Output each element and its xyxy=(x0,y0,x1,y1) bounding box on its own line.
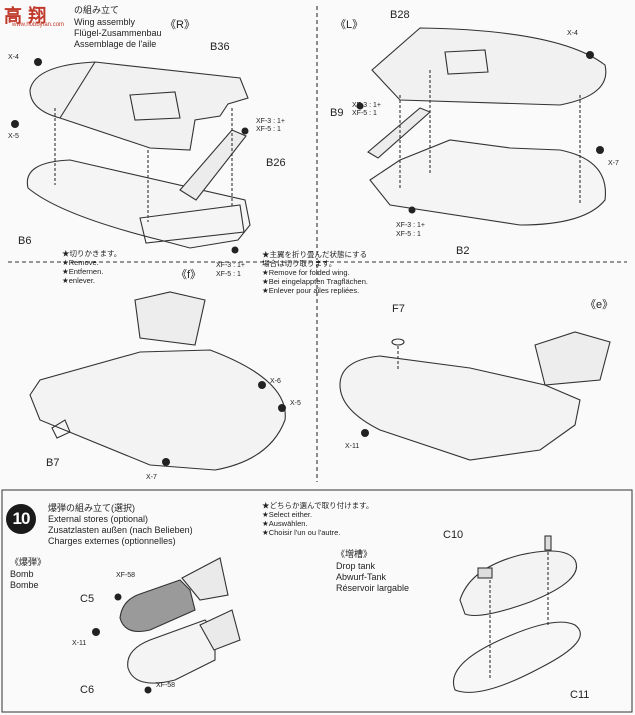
remove-note-fr: ★enlever. xyxy=(62,276,95,285)
droptank-c10-shape xyxy=(459,550,577,617)
remove-note-en: ★Remove. xyxy=(62,258,99,267)
screw-x5-f: X-5 xyxy=(290,400,301,407)
part-b6-label: B6 xyxy=(18,235,32,247)
either-note-jp: ★どちらか選んで取り付けます。 xyxy=(262,501,374,510)
part-c6-label: C6 xyxy=(80,684,95,696)
panel-l-label: 《L》 xyxy=(335,19,364,31)
part-b26-shape xyxy=(179,129,247,201)
screw-x7-l: X-7 xyxy=(608,160,619,167)
step9-title-en: Wing assembly xyxy=(74,17,136,27)
xf-r-top-b: XF-5 : 1 xyxy=(256,126,281,133)
watermark-logo: 高 翔 www.hobbyfan.com xyxy=(0,0,74,30)
tank-heading-fr: Réservoir largable xyxy=(336,583,410,593)
tank-heading-jp: 《増槽》 xyxy=(336,549,373,559)
xf-l-top-b: XF-5 : 1 xyxy=(352,110,377,117)
either-note-en: ★Select either. xyxy=(262,510,313,519)
bomb-heading-jp: 《爆弾》 xyxy=(10,557,47,567)
either-note-fr: ★Choisir l'un ou l'autre. xyxy=(262,528,341,537)
step10-title-fr: Charges externes (optionnelles) xyxy=(48,536,176,546)
screw-x11-e: X-11 xyxy=(345,443,360,450)
screw-x7-f: X-7 xyxy=(146,474,157,481)
screw-heads xyxy=(11,51,604,694)
tank-heading-de: Abwurf-Tank xyxy=(336,572,387,582)
screw-x4-r: X-4 xyxy=(8,54,19,61)
panel-f-label: 《f》 xyxy=(176,269,202,281)
paint-xf58-a: XF-58 xyxy=(116,572,136,579)
part-b28-label: B28 xyxy=(390,9,410,21)
paint-xf58-b: XF-58 xyxy=(156,682,176,689)
panel-e-label: 《e》 xyxy=(585,299,614,311)
panel-r-label: 《R》 xyxy=(165,19,195,31)
step10-title-de: Zusatzlasten außen (nach Belieben) xyxy=(48,525,193,535)
screw-x6-f: X-6 xyxy=(270,378,281,385)
wing-r-lower xyxy=(26,159,251,249)
wing-l-upper xyxy=(371,27,607,106)
fold-note-de: ★Bei eingelappten Tragflächen. xyxy=(262,277,368,286)
fold-note-fr: ★Enlever pour ailes repliées. xyxy=(262,286,360,295)
part-c5-label: C5 xyxy=(80,593,95,605)
part-b26-label: B26 xyxy=(266,157,286,169)
wing-l-lower xyxy=(369,139,606,226)
xf-r-bot-b: XF-5 : 1 xyxy=(216,271,241,278)
bomb-c5-shape xyxy=(119,579,196,633)
wing-e-fold xyxy=(534,331,611,386)
fold-note-jp2: 場合は切り取ります。 xyxy=(262,259,337,268)
part-c10-label: C10 xyxy=(443,529,464,541)
tank-heading-en: Drop tank xyxy=(336,561,376,571)
wing-f-body xyxy=(29,349,286,471)
watermark-url: www.hobbyfan.com xyxy=(12,22,65,28)
part-c11-label: C11 xyxy=(570,689,590,701)
watermark-glyphs: 高 翔 xyxy=(4,6,47,27)
step-number-badge: 10 xyxy=(6,504,36,534)
screw-x4-l: X-4 xyxy=(567,30,578,37)
part-b2-label: B2 xyxy=(456,245,470,257)
step9-title-fr: Assemblage de l'aile xyxy=(74,39,157,49)
xf-r-top-a: XF-3 : 1+ xyxy=(256,118,285,125)
part-b36-label: B36 xyxy=(210,41,230,53)
step10-title-jp: 爆弾の組み立て(選択) xyxy=(48,503,135,513)
remove-note-jp: ★切りかきます。 xyxy=(62,249,122,258)
xf-l-bot-a: XF-3 : 1+ xyxy=(396,222,425,229)
bomb-heading-fr: Bombe xyxy=(10,580,39,590)
remove-note-de: ★Entfernen. xyxy=(62,267,104,276)
part-b9-label: B9 xyxy=(330,107,344,119)
xf-l-bot-b: XF-5 : 1 xyxy=(396,231,421,238)
xf-r-bot-a: XF-3 : 1+ xyxy=(216,262,245,269)
xf-l-top-a: XF-3 : 1+ xyxy=(352,102,381,109)
step9-title-de: Flügel-Zusammenbau xyxy=(74,28,162,38)
part-f7-label: F7 xyxy=(392,303,405,315)
part-b7-label: B7 xyxy=(46,457,60,469)
wing-r-upper xyxy=(29,61,249,151)
wing-f-fold xyxy=(134,291,206,346)
fold-note-en: ★Remove for folded wing. xyxy=(262,268,350,277)
either-note-de: ★Auswählen. xyxy=(262,519,308,528)
bomb-heading-en: Bomb xyxy=(10,569,34,579)
step9-title-jp: の組み立て xyxy=(74,5,120,15)
wing-e-body xyxy=(339,355,581,461)
step10-title-en: External stores (optional) xyxy=(48,514,149,524)
screw-x11-bomb: X-11 xyxy=(72,640,87,647)
fold-note-jp1: ★主翼を折り畳んだ状態にする xyxy=(262,250,368,259)
wing-r-hatch xyxy=(129,91,181,121)
screw-x5-r: X-5 xyxy=(8,133,19,140)
step10-frame xyxy=(1,489,633,713)
droptank-c11-shape xyxy=(453,621,581,693)
